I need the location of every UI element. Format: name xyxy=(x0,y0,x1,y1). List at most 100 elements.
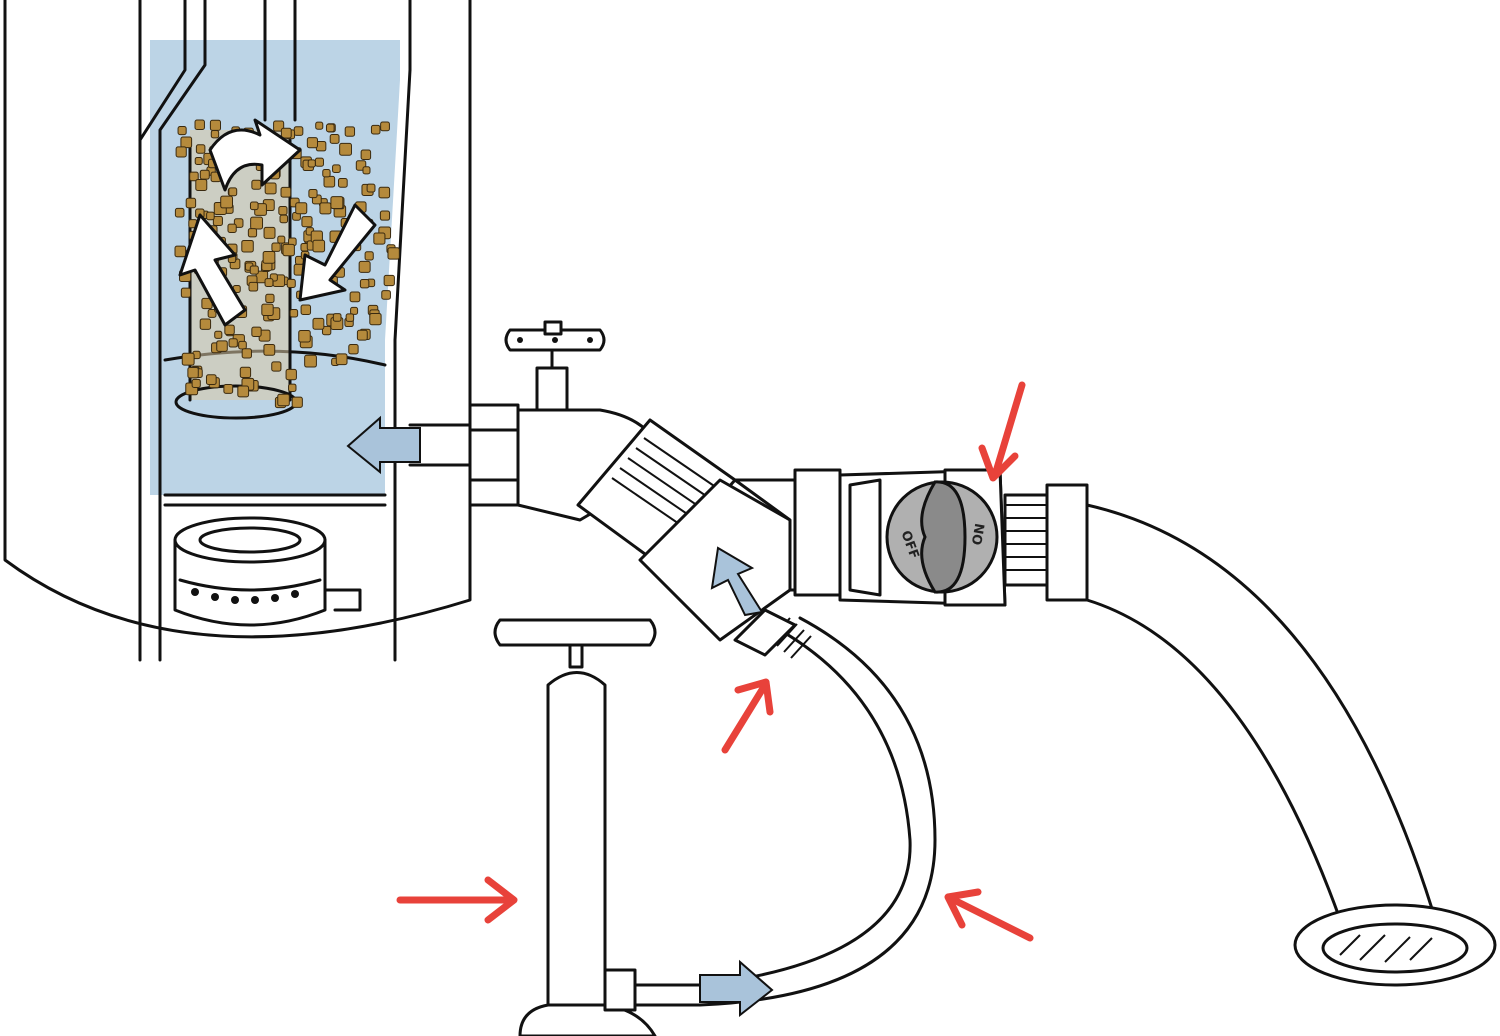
sediment-particle xyxy=(237,385,250,398)
sediment-particle xyxy=(250,216,264,230)
sediment-particle xyxy=(314,157,324,167)
drain-hose xyxy=(1085,503,1442,950)
sediment-particle xyxy=(358,260,371,273)
sediment-particle xyxy=(223,384,234,394)
sediment-particle xyxy=(337,177,348,188)
callout-arrows xyxy=(396,381,1034,942)
sediment-particle xyxy=(332,313,342,322)
circulation-arrow-left xyxy=(178,213,247,327)
sediment-particle xyxy=(191,378,201,389)
sediment-particle xyxy=(212,215,223,226)
threaded-coupling xyxy=(1003,483,1089,602)
sediment-particle xyxy=(291,396,303,408)
sediment-particle xyxy=(209,119,222,131)
sediment-particle xyxy=(180,136,193,149)
sediment-particle xyxy=(264,278,274,288)
sediment-particle xyxy=(262,251,276,264)
sediment-particle xyxy=(261,303,274,316)
sediment-particle xyxy=(289,308,299,318)
sediment-particle xyxy=(185,197,197,209)
sediment-particle xyxy=(383,274,395,287)
sediment-particle xyxy=(359,278,370,289)
sediment-particle xyxy=(228,187,238,197)
sediment-particle xyxy=(364,251,374,261)
sediment-particle xyxy=(206,211,215,221)
sediment-particle xyxy=(286,278,296,289)
sediment-particle xyxy=(307,159,316,168)
sediment-particle xyxy=(378,186,391,199)
valve-knob[interactable] xyxy=(920,480,967,594)
sediment-particle xyxy=(335,353,348,366)
sediment-particle xyxy=(279,214,289,224)
air-pump[interactable] xyxy=(493,618,657,1036)
sediment-particle xyxy=(175,146,187,158)
valve-on-label: ON xyxy=(970,522,989,546)
sediment-particle xyxy=(308,188,318,199)
sediment-particle xyxy=(349,291,361,303)
sediment-particle xyxy=(265,293,275,304)
sediment-particle xyxy=(251,179,262,190)
sediment-particle xyxy=(380,121,390,132)
sediment-particle xyxy=(241,348,252,359)
sediment-particle xyxy=(199,318,212,330)
sediment-particle xyxy=(362,166,371,175)
sediment-particle xyxy=(199,169,210,180)
sediment-particle xyxy=(238,340,247,350)
callout-arrow-small-hose xyxy=(944,888,1034,942)
sediment-particle xyxy=(216,340,228,352)
sediment-particle xyxy=(210,129,220,139)
sediment-particle xyxy=(369,312,382,326)
sediment-particle xyxy=(330,196,344,210)
sediment-particle xyxy=(205,374,217,385)
sediment-particle xyxy=(329,133,340,144)
sediment-particle xyxy=(301,216,313,228)
sediment-particle xyxy=(282,243,295,257)
sediment-particle xyxy=(344,126,356,137)
sediment-particle xyxy=(264,182,277,195)
sediment-particle xyxy=(271,242,281,252)
gas-burner xyxy=(173,516,362,627)
sediment-particle xyxy=(360,149,372,160)
sediment-particle xyxy=(207,309,217,318)
sediment-particle xyxy=(319,202,332,215)
callout-arrow-valve xyxy=(978,381,1026,482)
sediment-particle xyxy=(315,121,324,130)
sediment-particle xyxy=(321,325,332,336)
sediment-particle xyxy=(387,247,400,260)
sediment-particle xyxy=(273,120,285,132)
sediment-particle xyxy=(323,175,336,188)
sediment-particle xyxy=(298,330,311,343)
callout-arrow-hose-connection xyxy=(721,678,774,754)
sediment-particle xyxy=(278,205,288,216)
sediment-particle xyxy=(295,202,308,215)
hose-flow-arrow xyxy=(710,546,764,617)
small-hose xyxy=(633,608,937,1007)
sediment-particle xyxy=(249,201,259,211)
sediment-particle xyxy=(227,223,237,233)
sediment-particle xyxy=(350,306,359,315)
sediment-particle xyxy=(194,119,205,130)
sediment-particle xyxy=(177,126,187,136)
pump-flow-arrow xyxy=(699,959,774,1018)
sediment-particle xyxy=(322,169,331,178)
sediment-particle xyxy=(263,226,276,239)
sediment-particle xyxy=(181,352,195,366)
circulation-arrow-top xyxy=(208,118,302,192)
sediment-particle xyxy=(228,338,238,348)
sediment-particle xyxy=(370,124,381,135)
callout-arrow-pump xyxy=(396,876,518,924)
sediment-particle xyxy=(174,245,187,258)
sediment-particle xyxy=(373,232,386,245)
circulation-arrow-right xyxy=(298,203,377,302)
sediment-particle xyxy=(174,207,185,218)
sediment-particle xyxy=(312,317,325,330)
sediment-particle xyxy=(239,366,252,379)
sediment-particle xyxy=(339,142,352,156)
sediment-particle xyxy=(345,313,355,322)
sediment-particle xyxy=(325,123,335,133)
sediment-particle xyxy=(224,324,235,336)
sediment-particle xyxy=(280,186,292,198)
sediment-particle xyxy=(180,287,192,298)
sediment-particle xyxy=(304,354,317,368)
sediment-particle xyxy=(194,156,203,166)
